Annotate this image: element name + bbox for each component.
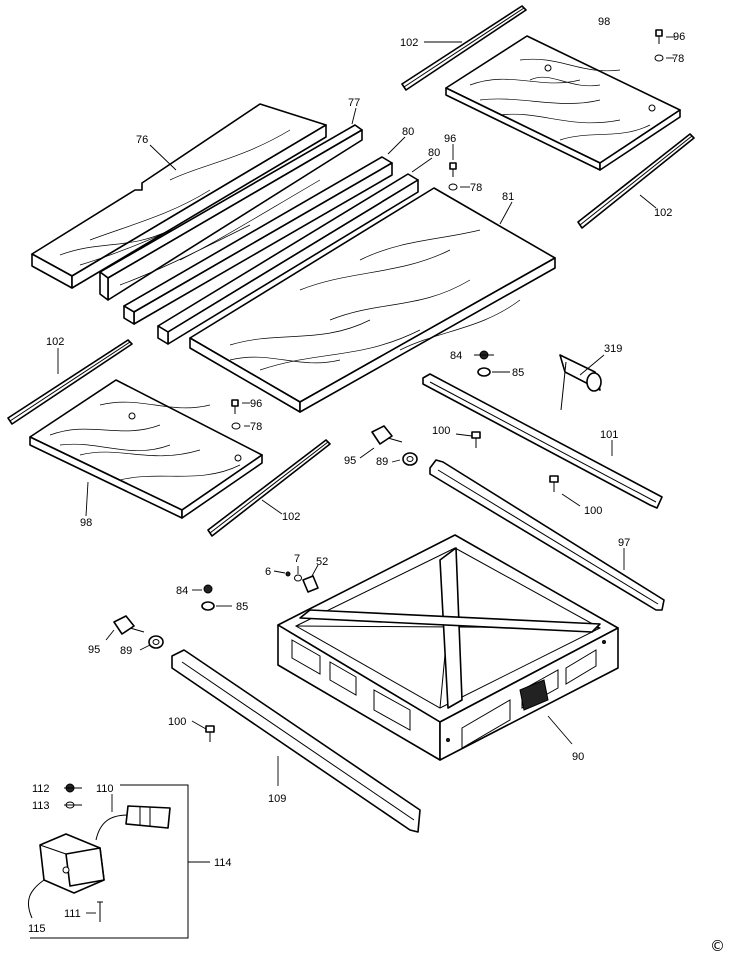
label-101: 101 bbox=[600, 429, 618, 441]
label-100: 100 bbox=[584, 505, 602, 517]
rail-102-top-left bbox=[401, 5, 527, 91]
label-84: 84 bbox=[176, 585, 188, 597]
label-85: 85 bbox=[512, 367, 524, 379]
knob-95-b bbox=[113, 615, 145, 635]
label-97: 97 bbox=[618, 537, 630, 549]
part-labels: 102 98 96 78 77 76 80 80 96 78 81 102 10… bbox=[28, 16, 685, 935]
board-81 bbox=[189, 187, 556, 413]
board-76 bbox=[31, 103, 327, 289]
bolt-100-b bbox=[549, 475, 559, 492]
label-85: 85 bbox=[236, 601, 248, 613]
label-96: 96 bbox=[673, 31, 685, 43]
label-80: 80 bbox=[402, 126, 414, 138]
label-114: 114 bbox=[214, 857, 232, 869]
screw-96-b bbox=[449, 162, 457, 177]
label-100: 100 bbox=[168, 716, 186, 728]
label-90: 90 bbox=[572, 751, 584, 763]
label-98: 98 bbox=[80, 517, 92, 529]
rail-102-top-right bbox=[577, 133, 695, 229]
strip-77 bbox=[99, 124, 363, 301]
label-89: 89 bbox=[376, 456, 388, 468]
label-115: 115 bbox=[28, 923, 46, 935]
strip-80-a bbox=[123, 156, 393, 325]
pin-6 bbox=[285, 571, 291, 577]
label-80: 80 bbox=[428, 147, 440, 159]
nut-84-b bbox=[203, 584, 213, 594]
label-84: 84 bbox=[450, 350, 462, 362]
board-98-top bbox=[445, 35, 681, 171]
label-77: 77 bbox=[348, 97, 360, 109]
spacer-89-a bbox=[402, 452, 418, 466]
label-7: 7 bbox=[294, 553, 300, 565]
label-102: 102 bbox=[46, 336, 64, 348]
label-102: 102 bbox=[282, 511, 300, 523]
clip-52 bbox=[302, 575, 319, 593]
washer-78-a bbox=[654, 54, 664, 62]
label-78: 78 bbox=[250, 421, 262, 433]
label-95: 95 bbox=[88, 644, 100, 656]
label-319: 319 bbox=[604, 343, 622, 355]
strip-80-b bbox=[157, 173, 419, 345]
switch-body bbox=[39, 833, 105, 894]
label-6: 6 bbox=[265, 566, 271, 578]
cable-110 bbox=[95, 805, 171, 841]
bolt-100-c bbox=[205, 725, 215, 742]
label-109: 109 bbox=[268, 793, 286, 805]
label-110: 110 bbox=[96, 783, 114, 795]
label-95: 95 bbox=[344, 455, 356, 467]
label-96: 96 bbox=[444, 133, 456, 145]
frame-90 bbox=[277, 534, 619, 761]
label-78: 78 bbox=[470, 182, 482, 194]
bolt-100-a bbox=[471, 431, 481, 448]
label-89: 89 bbox=[120, 645, 132, 657]
label-102: 102 bbox=[654, 207, 672, 219]
label-102: 102 bbox=[400, 37, 418, 49]
washer-85-b bbox=[201, 601, 215, 611]
rail-102-left-top bbox=[7, 339, 133, 425]
spacer-89-b bbox=[148, 635, 164, 649]
screw-111 bbox=[97, 901, 103, 922]
wire-115 bbox=[28, 879, 45, 919]
washer-78-b bbox=[448, 183, 458, 191]
label-113: 113 bbox=[32, 800, 50, 812]
washer-78-c bbox=[231, 422, 241, 430]
handle-319 bbox=[559, 354, 602, 411]
leader-lines bbox=[57, 36, 676, 914]
rail-97 bbox=[429, 459, 665, 611]
board-98-left bbox=[29, 379, 263, 519]
screw-96-c bbox=[231, 399, 239, 414]
knob-95-a bbox=[371, 425, 403, 445]
rail-102-left-bottom bbox=[207, 439, 331, 537]
label-78: 78 bbox=[672, 53, 684, 65]
label-76: 76 bbox=[136, 134, 148, 146]
washer-85-a bbox=[477, 367, 491, 377]
label-52: 52 bbox=[316, 556, 328, 568]
label-98: 98 bbox=[598, 16, 610, 28]
screw-96-a bbox=[655, 29, 663, 44]
rail-109 bbox=[171, 649, 421, 833]
washer-7 bbox=[294, 574, 302, 582]
label-96: 96 bbox=[250, 398, 262, 410]
switch-detail-box bbox=[30, 784, 210, 939]
label-100: 100 bbox=[432, 425, 450, 437]
copyright-mark: © bbox=[710, 937, 725, 955]
rail-101 bbox=[422, 373, 663, 509]
label-111: 111 bbox=[64, 908, 81, 920]
label-81: 81 bbox=[502, 191, 514, 203]
label-112: 112 bbox=[32, 783, 50, 795]
